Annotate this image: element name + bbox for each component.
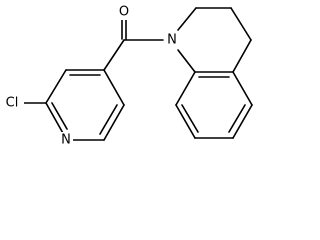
molecule-structure: O Cl N N: [0, 4, 253, 148]
bonds: [23, 7, 253, 141]
carbonyl-to-pyridine-bond: [103, 39, 125, 71]
oxygen-label: O: [119, 5, 129, 20]
pyridine-nitrogen-label: N: [61, 133, 71, 148]
amide-nitrogen-label: N: [167, 33, 177, 48]
chlorine-atom: Cl: [0, 95, 24, 111]
benzene-bond-c8-c7-inner: [181, 104, 199, 133]
thq-bond-c8a-n: [177, 49, 196, 73]
pyridine-bond-c6-c5: [103, 104, 125, 141]
pyridine-bond-c5-c4: [103, 69, 125, 106]
benzene-bond-c8-c7: [175, 104, 196, 139]
benzene-bond-c6-c5-inner: [228, 104, 246, 133]
chlorine-label: Cl: [6, 96, 19, 111]
thq-bond-c3-c4: [230, 7, 252, 41]
pyridine-bond-c3-c2: [45, 69, 67, 104]
thq-bond-c4-c4a: [232, 39, 252, 73]
benzene-bond-c6-c5: [232, 104, 253, 139]
benzene-bond-c8a-c8: [175, 71, 196, 106]
pyridine-bond-c6-c5-inner: [99, 104, 118, 135]
pyridine-bond-c2-n-inner: [51, 102, 68, 130]
benzene-bond-c5-c4a: [232, 71, 253, 106]
pyridine-nitrogen-atom: N: [59, 132, 73, 148]
pyridine-bond-c2-n: [45, 102, 65, 136]
atom-labels: O Cl N N: [0, 4, 179, 148]
amide-nitrogen-atom: N: [165, 32, 179, 48]
oxygen-atom: O: [116, 4, 132, 20]
thq-bond-n-c2: [177, 7, 197, 31]
